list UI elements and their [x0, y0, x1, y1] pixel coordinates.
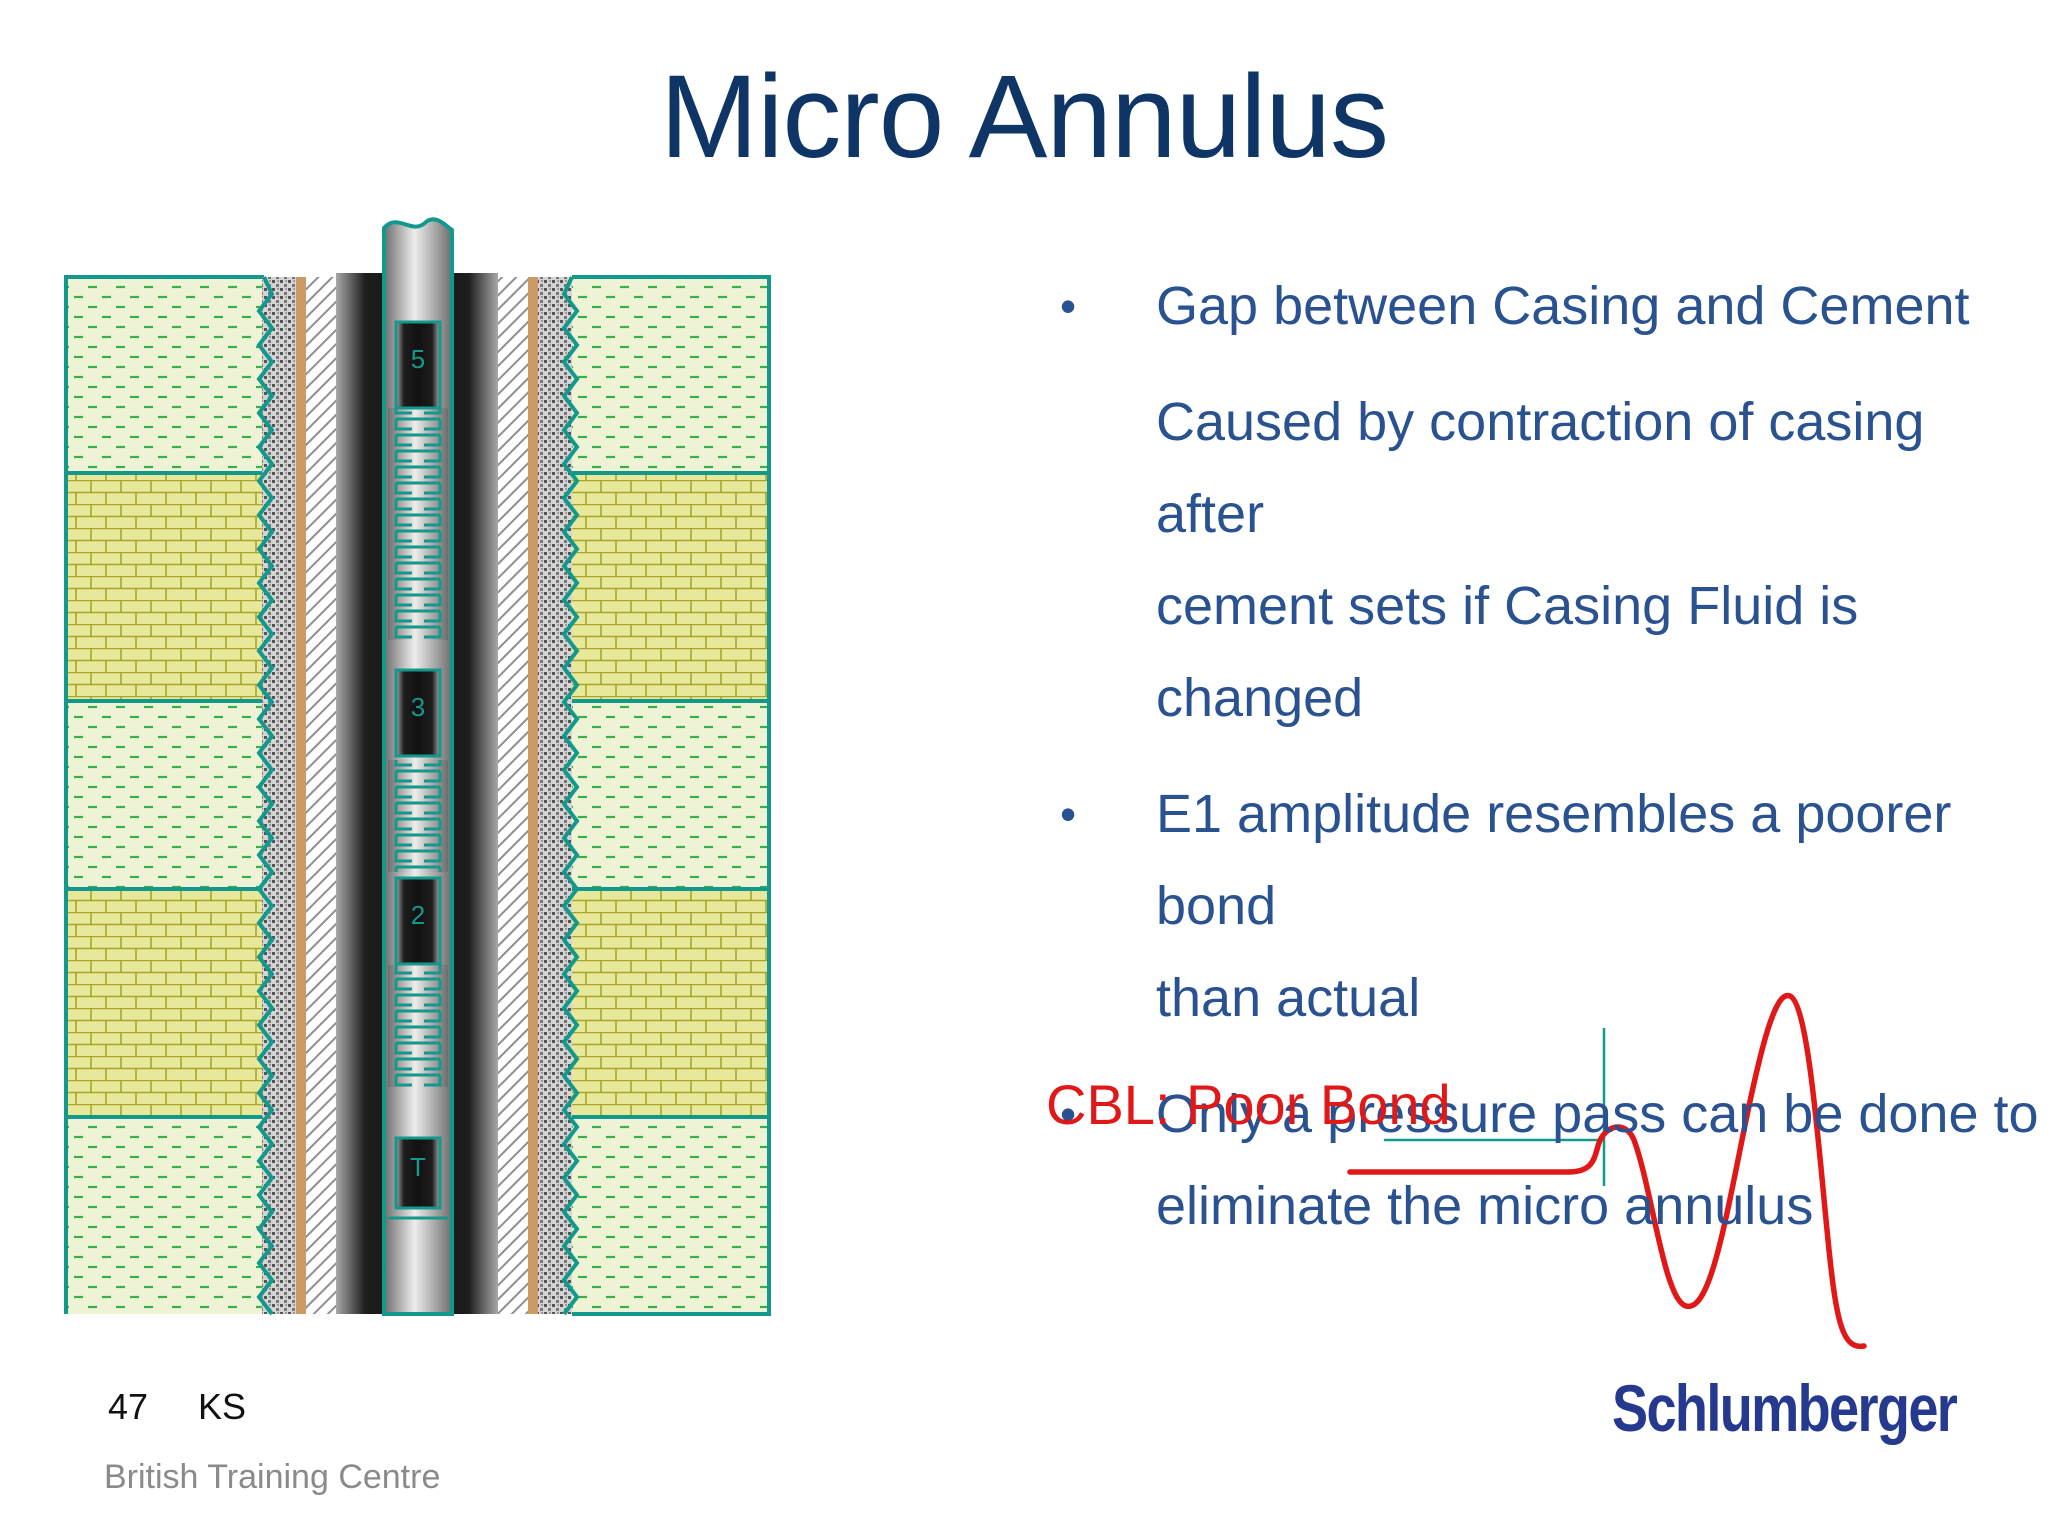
waveform-trace — [1347, 992, 1867, 1350]
formation-left — [64, 275, 268, 1314]
tool-label-2: 2 — [411, 900, 425, 930]
bullet-item: • E1 amplitude resembles a poorer bond t… — [1040, 768, 2040, 1044]
bullet-item: Caused by contraction of casing after ce… — [1040, 376, 2040, 744]
cbl-waveform — [1347, 992, 1867, 1350]
logging-tool: 5 3 2 T — [382, 217, 454, 1316]
bullet-item: • Gap between Casing and Cement — [1040, 260, 2040, 352]
borehole-wall-right — [561, 276, 580, 1316]
casing-left — [306, 277, 336, 1314]
slide-title: Micro Annulus — [659, 51, 1389, 183]
bullet-marker: • — [1060, 280, 1077, 332]
bullet-line: cement sets if Casing Fluid is changed — [1156, 576, 1859, 728]
casing-stripe-left — [296, 277, 306, 1314]
bullet-line: E1 amplitude resembles a poorer bond — [1156, 784, 1952, 936]
bullet-line: than actual — [1156, 968, 1421, 1028]
bullet-list: • Gap between Casing and Cement Caused b… — [1040, 260, 2040, 1252]
cbl-label: CBL: Poor Bond — [1046, 1073, 1451, 1136]
bullet-marker: • — [1060, 1088, 1077, 1140]
tool-label-5: 5 — [411, 344, 425, 374]
formation-right — [566, 275, 771, 1316]
bullet-line: eliminate the micro annulus — [1156, 1176, 1814, 1236]
organization-name: British Training Centre — [104, 1458, 441, 1496]
bullet-item: • Only a pressure pass can be done to el… — [1040, 1068, 2040, 1252]
bullet-line: Only a pressure pass can be done to — [1156, 1084, 2039, 1144]
page-number: 47 — [108, 1386, 149, 1427]
bullet-marker: • — [1060, 788, 1077, 840]
bullet-line: Gap between Casing and Cement — [1156, 276, 1970, 336]
casing-right — [498, 277, 528, 1314]
tool-label-3: 3 — [411, 692, 425, 722]
author-initials: KS — [198, 1386, 247, 1427]
bullet-line: Caused by contraction of casing after — [1156, 392, 1925, 544]
casing-stripe-right — [528, 277, 538, 1314]
schlumberger-logo: Schlumberger — [1612, 1371, 1958, 1445]
borehole-wall-left — [256, 276, 275, 1316]
tool-label-t: T — [410, 1152, 426, 1182]
